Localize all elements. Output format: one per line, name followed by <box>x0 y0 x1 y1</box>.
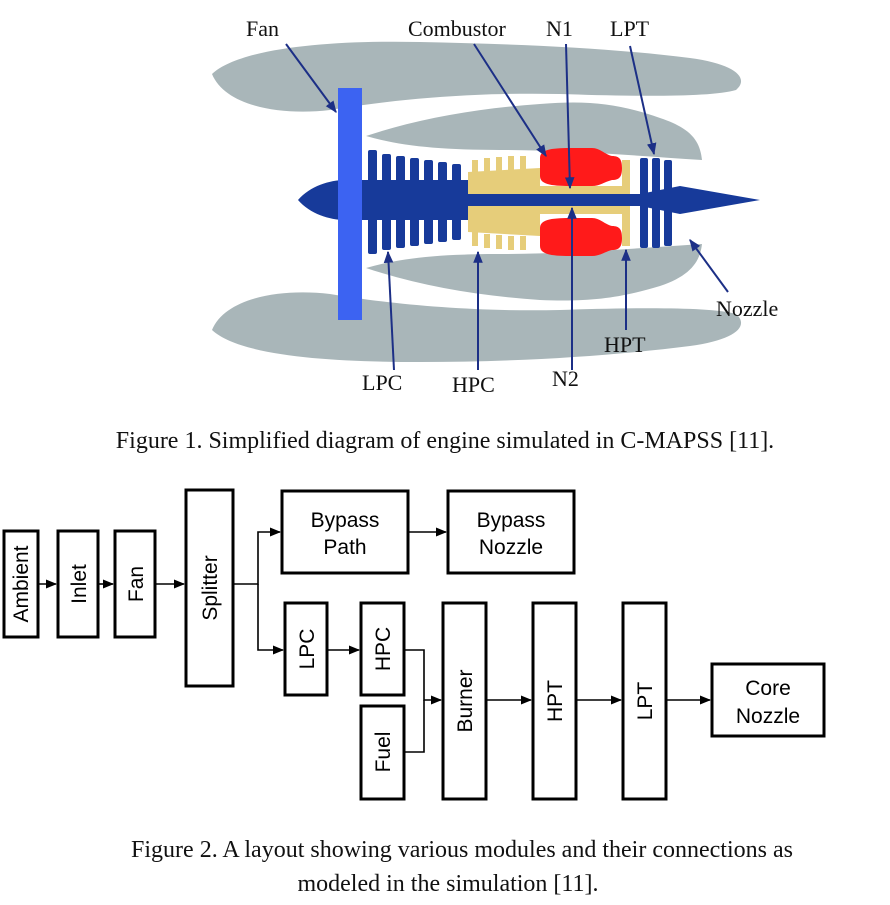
core-cowl-top <box>366 102 702 160</box>
label-lpt: LPT <box>610 16 650 41</box>
figure2-caption-line-2: modeled in the simulation [11]. <box>297 871 598 897</box>
nacelle-bottom <box>212 292 742 362</box>
block-bypass-nozzle <box>446 489 576 575</box>
label-fan: Fan <box>246 16 279 41</box>
block-hpc-label: HPC <box>372 627 395 671</box>
label-nozzle: Nozzle <box>716 296 778 321</box>
figure1-caption: Figure 1. Simplified diagram of engine s… <box>116 428 774 454</box>
block-core-nozzle-label-2: Nozzle <box>736 705 800 728</box>
label-hpt: HPT <box>604 332 646 357</box>
combustor-cans <box>540 148 622 256</box>
core-cowl-bottom <box>366 244 702 301</box>
block-ambient-label: Ambient <box>10 545 33 622</box>
leader-lines <box>285 43 729 371</box>
block-lpt <box>621 601 668 801</box>
block-bypass-path-label-1: Bypass <box>311 509 380 532</box>
block-lpc <box>283 601 329 697</box>
label-n2: N2 <box>552 366 579 391</box>
engine-diagram: Fan Combustor N1 LPT Nozzle HPT LPC HPC … <box>116 16 778 454</box>
block-fuel-label: Fuel <box>372 732 395 773</box>
block-hpt-label: HPT <box>544 680 567 722</box>
module-labels: Ambient Inlet Fan Splitter Bypass Path B… <box>10 509 800 772</box>
module-layout-diagram <box>2 488 826 801</box>
block-core-nozzle-label-1: Core <box>745 677 791 700</box>
block-splitter <box>184 488 235 688</box>
block-lpt-label: LPT <box>634 682 657 721</box>
block-hpc <box>359 601 406 697</box>
block-bypass-path <box>280 489 410 575</box>
block-bypass-nozzle-label-2: Nozzle <box>479 536 543 559</box>
block-lpc-label: LPC <box>296 629 319 670</box>
lpt-blades <box>640 158 672 248</box>
block-core-nozzle <box>710 662 826 738</box>
block-bypass-nozzle-label-1: Bypass <box>477 509 546 532</box>
label-hpc: HPC <box>452 372 495 397</box>
block-splitter-label: Splitter <box>199 555 222 620</box>
figure2-caption-line-1: Figure 2. A layout showing various modul… <box>131 837 793 863</box>
block-bypass-path-label-2: Path <box>323 536 366 559</box>
block-burner-label: Burner <box>454 669 477 732</box>
fan-blade <box>338 88 362 320</box>
block-burner <box>441 601 488 801</box>
label-n1: N1 <box>546 16 573 41</box>
block-fan-label: Fan <box>125 566 148 602</box>
hpc-section <box>468 156 630 250</box>
label-combustor: Combustor <box>408 16 506 41</box>
connectors <box>38 527 712 753</box>
block-inlet-label: Inlet <box>68 564 91 604</box>
block-hpt <box>531 601 578 801</box>
lpc-blades <box>368 150 461 254</box>
label-lpc: LPC <box>362 370 402 395</box>
